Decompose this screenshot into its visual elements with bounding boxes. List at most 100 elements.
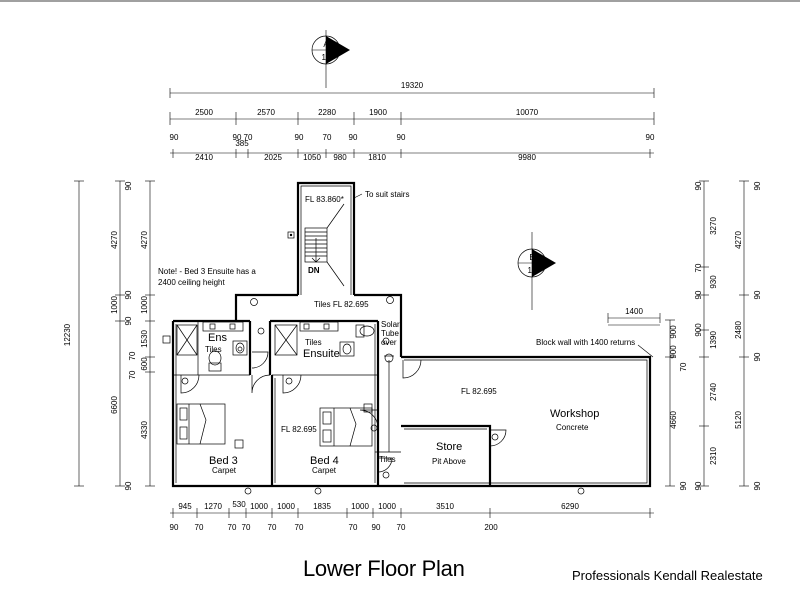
dim-right-inner: 90 [694,481,703,490]
company-name: Professionals Kendall Realestate [572,568,763,583]
dim-bottom-2: 200 [484,523,498,532]
dim-left-inner: 90 [124,481,133,490]
room-finish-bed-4: Carpet [312,466,337,475]
dim-left-inner: 90 [124,316,133,325]
walls [171,181,652,488]
dim-wall: 90 [295,133,304,142]
doors [180,351,507,473]
dimensions-left: 12230 4270 1000 6600 90 4270 90 1000 90 … [63,180,155,490]
dim-right-outer: 90 [753,290,762,299]
dim-right-mid: 900 [669,325,678,339]
dim-top-row3: 980 [333,153,347,162]
shower-ens [176,324,198,356]
store-tiles-label: Tiles [379,455,396,464]
dim-bottom-1: 530 [232,500,246,509]
section-letter: A [323,40,329,49]
shower-ensuite [274,324,298,356]
solar-tube-line-1: Solar [381,320,400,329]
toilet-ensuite-icon [355,324,375,338]
vanity-ens [202,321,244,332]
dim-left-inner: 90 [124,181,133,190]
dim-bottom-2: 70 [295,523,304,532]
toilet-ens-icon [208,350,222,372]
dim-right-inner: 900 [694,323,703,337]
dim-top-row3: 1810 [368,153,386,162]
solar-tube-line-3: over [381,338,397,347]
dimensions-top: 19320 2500 2570 2280 1900 10070 90 90 70… [170,81,655,162]
dim-right-outer: 90 [753,481,762,490]
block-wall-label: Block wall with 1400 returns [536,338,635,347]
stairs-floor-level: FL 83.860* [305,195,344,204]
room-name-bed-3: Bed 3 [209,455,238,467]
dim-right-inner: 90 [694,181,703,190]
dim-bottom-2: 70 [195,523,204,532]
dim-top-row3: 385 [235,139,249,148]
dim-left-inner: 1000 [140,296,149,314]
dim-block-return: 1400 [625,307,643,316]
window-markers [162,296,585,495]
dim-wall: 90 [349,133,358,142]
dim-left-inner: 600 [140,357,149,371]
dim-right-inner: 70 [694,263,703,272]
to-suit-stairs-label: To suit stairs [365,190,409,199]
room-finish-store: Pit Above [432,457,466,466]
dim-bottom-2: 70 [242,523,251,532]
dim-right-mid: 90 [679,481,688,490]
dim-bottom-2: 70 [397,523,406,532]
room-name-workshop: Workshop [550,408,599,420]
dim-right-inner: 1390 [709,331,718,349]
dim-overall-width: 19320 [401,81,424,90]
dim-left-inner: 4270 [140,231,149,249]
dim-bottom-1: 6290 [561,502,579,511]
dim-right-outer: 90 [753,352,762,361]
dim-bottom-1: 3510 [436,502,454,511]
dim-right-outer: 2480 [734,321,743,339]
drawing-title: Lower Floor Plan [303,556,465,581]
dim-right-outer: 90 [753,181,762,190]
dim-left-inner: 90 [124,290,133,299]
vanity-ensuite [299,321,339,332]
dim-wall: 70 [244,133,253,142]
room-name-store: Store [436,441,462,453]
room-finish-workshop: Concrete [556,423,589,432]
dim-right-mid: 900 [669,345,678,359]
dim-right-outer: 5120 [734,411,743,429]
room-name-ens: Ens [208,332,227,344]
dim-bottom-2: 90 [372,523,381,532]
dim-left-outer: 4270 [110,231,119,249]
dim-top-4: 1900 [369,108,387,117]
bed4-floor-level: FL 82.695 [281,425,317,434]
dimensions-right: 90 3270 70 930 90 1390 900 2740 2310 90 … [607,180,762,490]
ceiling-note-line-2: 2400 ceiling height [158,278,225,287]
dim-bottom-1: 1835 [313,502,331,511]
dim-left-inner: 1530 [140,330,149,348]
staircase [287,203,345,287]
dim-wall: 90 [233,133,242,142]
dim-wall: 90 [646,133,655,142]
dim-bottom-1: 1000 [378,502,396,511]
room-finish-bed-3: Carpet [212,466,237,475]
dim-top-3: 2280 [318,108,336,117]
dim-right-inner: 90 [694,290,703,299]
dim-right-inner: 930 [709,275,718,289]
dim-top-row3: 2025 [264,153,282,162]
solar-tube-line-2: Tube [381,329,399,338]
dim-top-5: 10070 [516,108,539,117]
dim-left-inner: 70 [128,370,137,379]
block-wall-leader [353,193,660,358]
dim-right-inner: 2310 [709,447,718,465]
room-name-ensuite: Ensuite [303,348,340,360]
dim-top-2: 2570 [257,108,275,117]
basin-ensuite-icon [339,341,355,357]
dim-bottom-2: 90 [170,523,179,532]
dim-left-outer: 1000 [110,296,119,314]
dim-wall: 90 [170,133,179,142]
dim-right-inner: 2740 [709,383,718,401]
basin-ens-icon [232,340,248,356]
dim-bottom-1: 1000 [250,502,268,511]
dim-right-mid: 4660 [669,411,678,429]
dim-left-outer: 6600 [110,396,119,414]
dim-bottom-1: 945 [178,502,192,511]
room-finish-ensuite: Tiles [305,338,322,347]
